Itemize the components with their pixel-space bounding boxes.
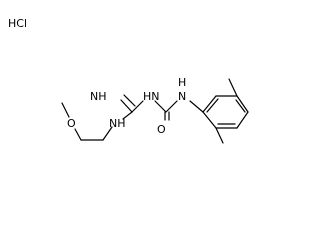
amide-h-label: H xyxy=(178,76,186,89)
bond-carbonyl-n xyxy=(165,100,178,113)
methoxy-o-label: O xyxy=(67,117,76,130)
carbonyl-o-label: O xyxy=(157,123,166,136)
ring-double-1 xyxy=(206,98,219,113)
ring-double-2 xyxy=(235,99,246,113)
bond-o-ch2 xyxy=(74,128,82,141)
amide-n-label: N xyxy=(178,90,186,103)
nh-left-label: NH xyxy=(109,117,126,130)
ring-bond-1 xyxy=(202,95,217,113)
ring-bond-3 xyxy=(236,95,249,113)
salt-label: HCl xyxy=(8,17,27,30)
bonds xyxy=(61,78,249,144)
bond-hn-carbonyl-c xyxy=(154,100,167,113)
bond-n-ring xyxy=(189,100,204,113)
imine-nh-label: NH xyxy=(90,90,107,103)
atom-labels: HCl NH O NH HN O N H xyxy=(8,17,186,136)
bond-guanidine-imine-b xyxy=(123,94,136,107)
bond-nh-guanidine-c xyxy=(122,111,133,120)
structure-diagram: HCl NH O NH HN O N H xyxy=(8,17,249,144)
bond-ch2-nh xyxy=(102,126,113,141)
bond-guanidine-imine-a xyxy=(120,99,133,113)
bond-guanidine-hn xyxy=(131,100,144,113)
bond-methyl-bottom xyxy=(215,127,224,144)
nh-right-label: HN xyxy=(143,90,160,103)
ring-bond-6 xyxy=(202,111,217,129)
ring-bond-4 xyxy=(236,111,249,129)
bond-methyl-top xyxy=(228,78,238,97)
bond-methyl-o xyxy=(61,102,70,118)
